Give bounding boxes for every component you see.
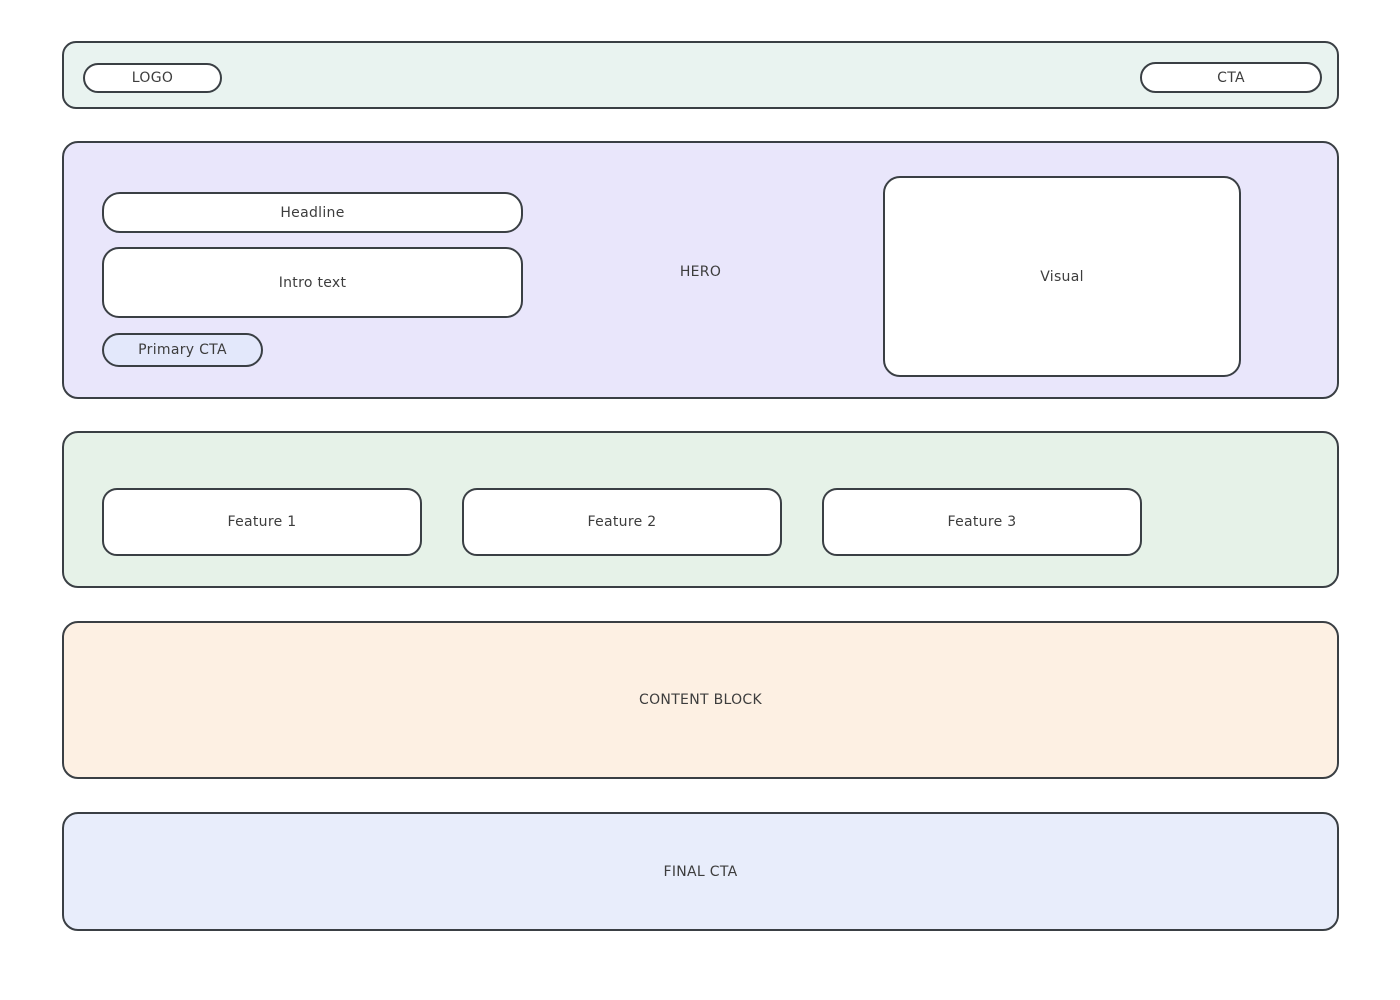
final-cta-label: FINAL CTA [663, 863, 738, 880]
hero-section: Headline Intro text Primary CTA HERO Vis… [62, 141, 1339, 399]
headline-box: Headline [102, 192, 523, 233]
visual-placeholder: Visual [883, 176, 1241, 377]
topbar-cta-label: CTA [1217, 69, 1245, 86]
intro-text-box: Intro text [102, 247, 523, 318]
topbar-cta-button[interactable]: CTA [1140, 62, 1322, 93]
feature-1-label: Feature 1 [227, 514, 297, 530]
headline-label: Headline [280, 204, 345, 221]
final-cta-section[interactable]: FINAL CTA [62, 812, 1339, 931]
primary-cta-button[interactable]: Primary CTA [102, 333, 263, 367]
content-block-label: CONTENT BLOCK [639, 692, 762, 708]
features-section: Feature 1 Feature 2 Feature 3 [62, 431, 1339, 588]
feature-card-1: Feature 1 [102, 488, 422, 556]
feature-3-label: Feature 3 [947, 514, 1017, 530]
feature-2-label: Feature 2 [587, 514, 657, 530]
visual-label: Visual [1040, 268, 1084, 285]
hero-section-label: HERO [679, 264, 722, 280]
topbar-section: LOGO CTA [62, 41, 1339, 109]
logo-label: LOGO [131, 70, 174, 86]
primary-cta-label: Primary CTA [138, 342, 227, 358]
feature-card-3: Feature 3 [822, 488, 1142, 556]
logo-pill[interactable]: LOGO [83, 63, 222, 93]
intro-text-label: Intro text [278, 274, 347, 291]
feature-card-2: Feature 2 [462, 488, 782, 556]
content-block-section: CONTENT BLOCK [62, 621, 1339, 779]
